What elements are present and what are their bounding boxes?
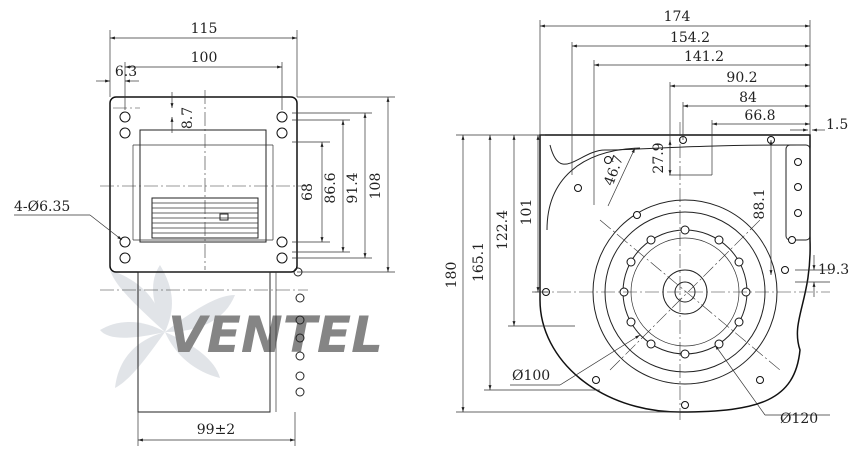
- side-mounting-holes: [119, 111, 288, 264]
- dim-side-top-offset: 8.7: [180, 107, 196, 129]
- dim-front-w90: 90.2: [726, 70, 757, 86]
- dim-front-h165: 165.1: [471, 242, 487, 282]
- side-housing: [139, 129, 267, 243]
- dim-side-hole-spacing: 100: [191, 50, 218, 66]
- dim-front-h122: 122.4: [495, 210, 511, 250]
- side-flange-plate: [109, 96, 298, 273]
- dim-side-edge-offset: 6.3: [115, 64, 137, 80]
- fan-blade-icon: [100, 265, 235, 388]
- dim-front-r19: 19.3: [818, 262, 849, 278]
- dim-side-depth: 99±2: [197, 422, 235, 438]
- dim-front-w141: 141.2: [684, 49, 724, 65]
- dim-side-flange-86: 86.6: [323, 172, 339, 203]
- outlet-flange-holes: [794, 158, 802, 217]
- dim-side-overall-width: 115: [191, 21, 218, 37]
- side-view: 115 100 6.3 8.7 68 86.6 91.4 108 4: [14, 21, 395, 446]
- dim-side-outlet-height: 68: [300, 183, 316, 201]
- front-mounting-holes: [542, 136, 796, 409]
- dim-front-d88: 88.1: [752, 188, 768, 219]
- dim-front-w84: 84: [739, 90, 757, 106]
- dim-front-lip: 1.5: [826, 117, 848, 133]
- front-outlet-flange: [785, 144, 811, 241]
- dim-front-d27: 27.9: [651, 142, 667, 173]
- front-scroll-housing: [539, 134, 811, 413]
- front-view: 174 154.2 141.2 90.2 84 66.8 1.5 46.7 27…: [444, 9, 849, 427]
- dim-front-overall-width: 174: [664, 9, 691, 25]
- dim-side-overall-height: 108: [368, 173, 384, 200]
- dim-front-overall-height: 180: [444, 262, 460, 289]
- dim-front-w66: 66.8: [744, 108, 775, 124]
- dim-front-w154: 154.2: [670, 30, 710, 46]
- dim-side-flange-91: 91.4: [345, 172, 361, 203]
- dim-side-hole-callout: 4-Ø6.35: [14, 199, 70, 215]
- dim-front-h101: 101: [519, 199, 535, 226]
- dim-front-dia-outer: Ø120: [780, 411, 818, 427]
- watermark-text: VENTEL: [168, 306, 383, 364]
- dim-front-dia-inner: Ø100: [512, 368, 550, 384]
- watermark-logo: VENTEL: [100, 265, 383, 388]
